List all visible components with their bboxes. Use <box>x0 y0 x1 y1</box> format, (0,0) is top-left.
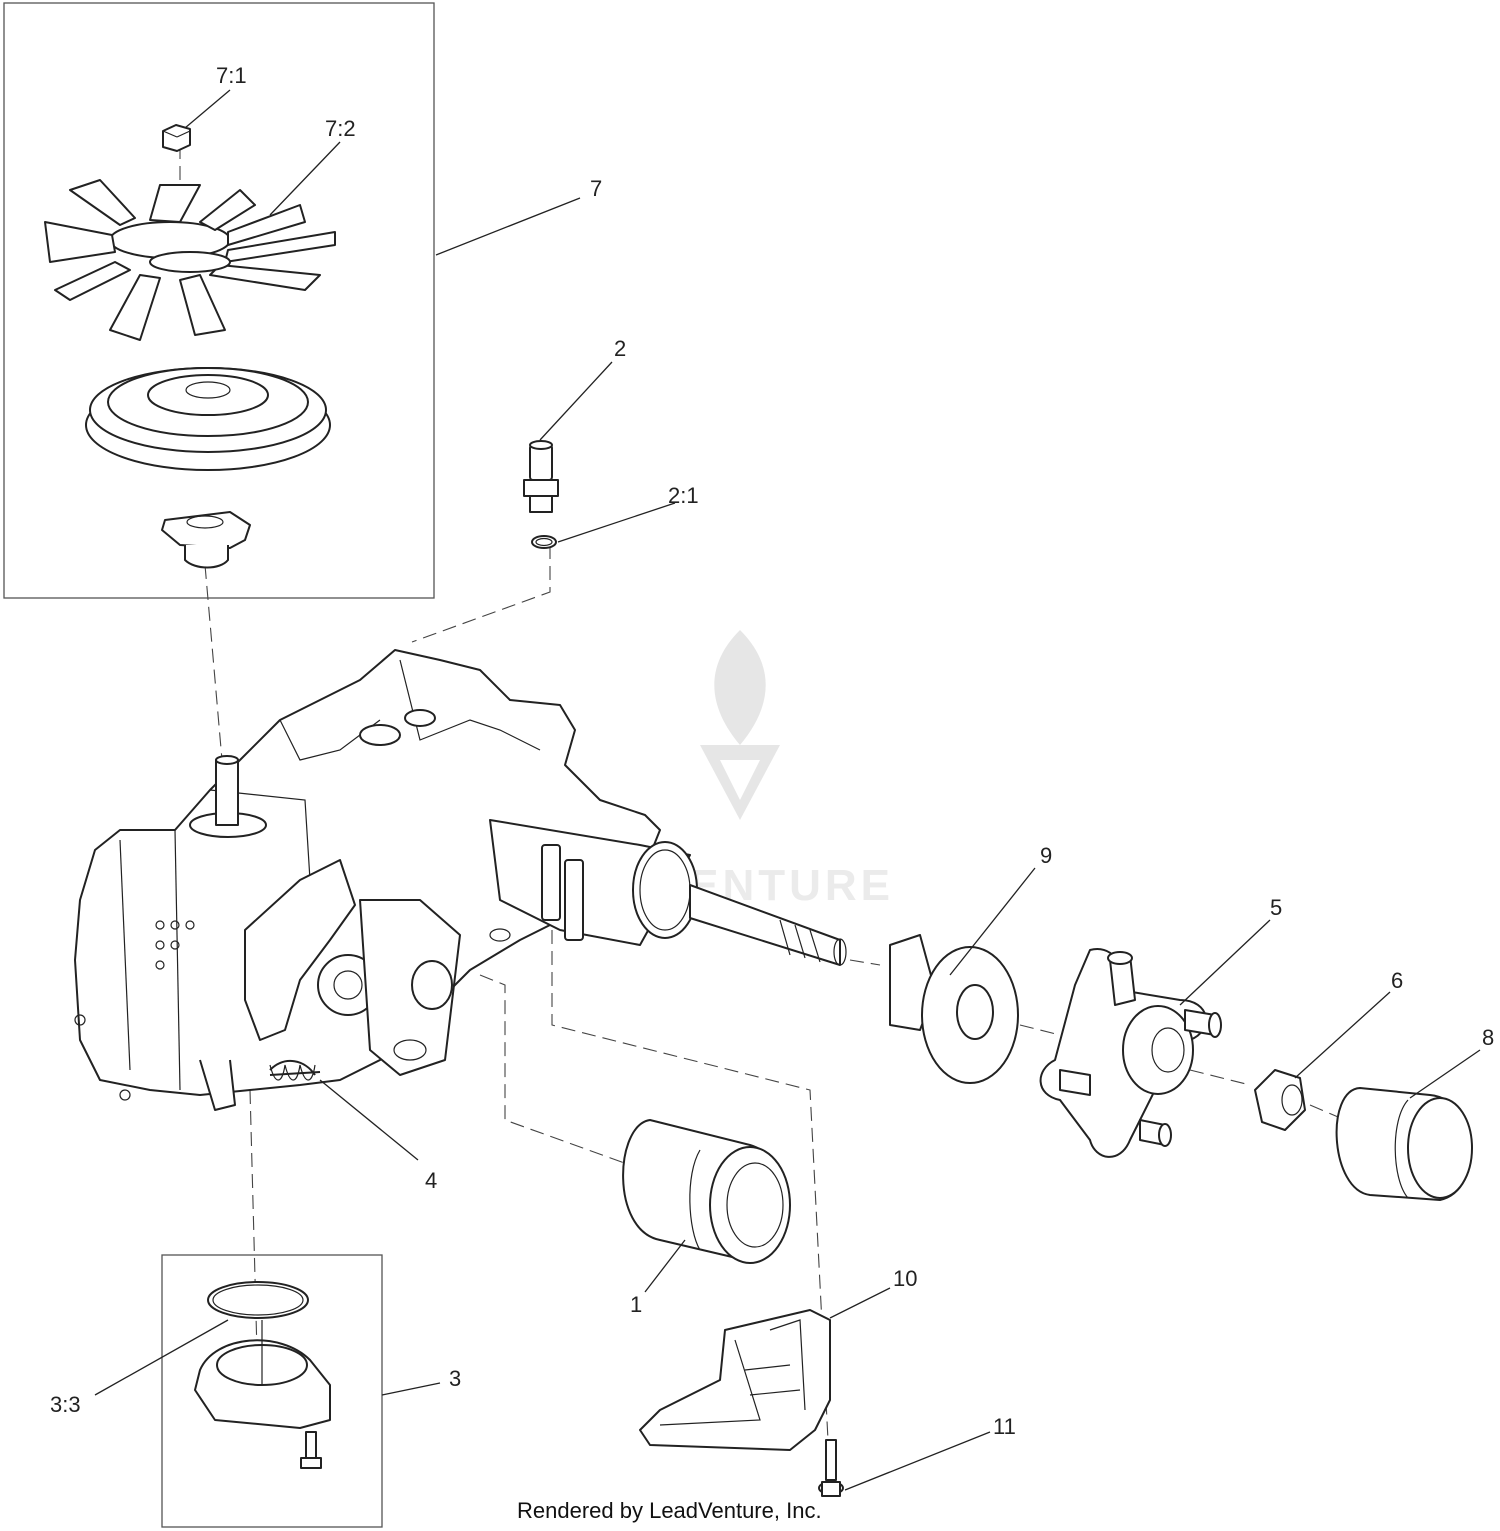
wheel-hub-5 <box>1039 948 1222 1158</box>
transmission-housing <box>74 649 847 1111</box>
callout-2: 2 <box>614 336 626 361</box>
callout-3: 3 <box>449 1366 461 1391</box>
callout-labels: 7:1 7:2 7 2 2:1 9 5 6 8 4 1 10 3 3:3 11 <box>50 63 1494 1439</box>
callout-2-1: 2:1 <box>668 483 699 508</box>
kit-3-parts <box>194 1281 331 1469</box>
callout-11: 11 <box>993 1414 1016 1439</box>
spacer-9 <box>889 934 1019 1084</box>
callout-7-2: 7:2 <box>325 116 356 141</box>
fan-7-2 <box>44 179 336 341</box>
callout-10: 10 <box>893 1266 917 1291</box>
callout-5: 5 <box>1270 895 1282 920</box>
pulley <box>85 367 331 471</box>
leader-lines <box>94 89 1481 1491</box>
oil-filter-1 <box>622 1119 791 1264</box>
kit-box-7 <box>3 2 435 599</box>
spring-4 <box>269 1064 321 1081</box>
fitting-2 <box>523 440 559 549</box>
callout-7-1: 7:1 <box>216 63 247 88</box>
bolt-11 <box>818 1439 844 1497</box>
callout-4: 4 <box>425 1168 437 1193</box>
callout-7: 7 <box>590 176 602 201</box>
callout-9: 9 <box>1040 843 1052 868</box>
callout-1: 1 <box>630 1292 642 1317</box>
nut-7-1 <box>162 124 191 152</box>
nut-6 <box>1254 1069 1306 1131</box>
callout-3-3: 3:3 <box>50 1392 81 1417</box>
kit-box-3 <box>161 1254 383 1528</box>
callout-6: 6 <box>1391 968 1403 993</box>
bracket-10 <box>639 1309 831 1451</box>
callout-8: 8 <box>1482 1025 1494 1050</box>
pulley-hub <box>161 511 251 569</box>
cap-8 <box>1335 1087 1473 1201</box>
render-credit: Rendered by LeadVenture, Inc. <box>517 1498 822 1523</box>
